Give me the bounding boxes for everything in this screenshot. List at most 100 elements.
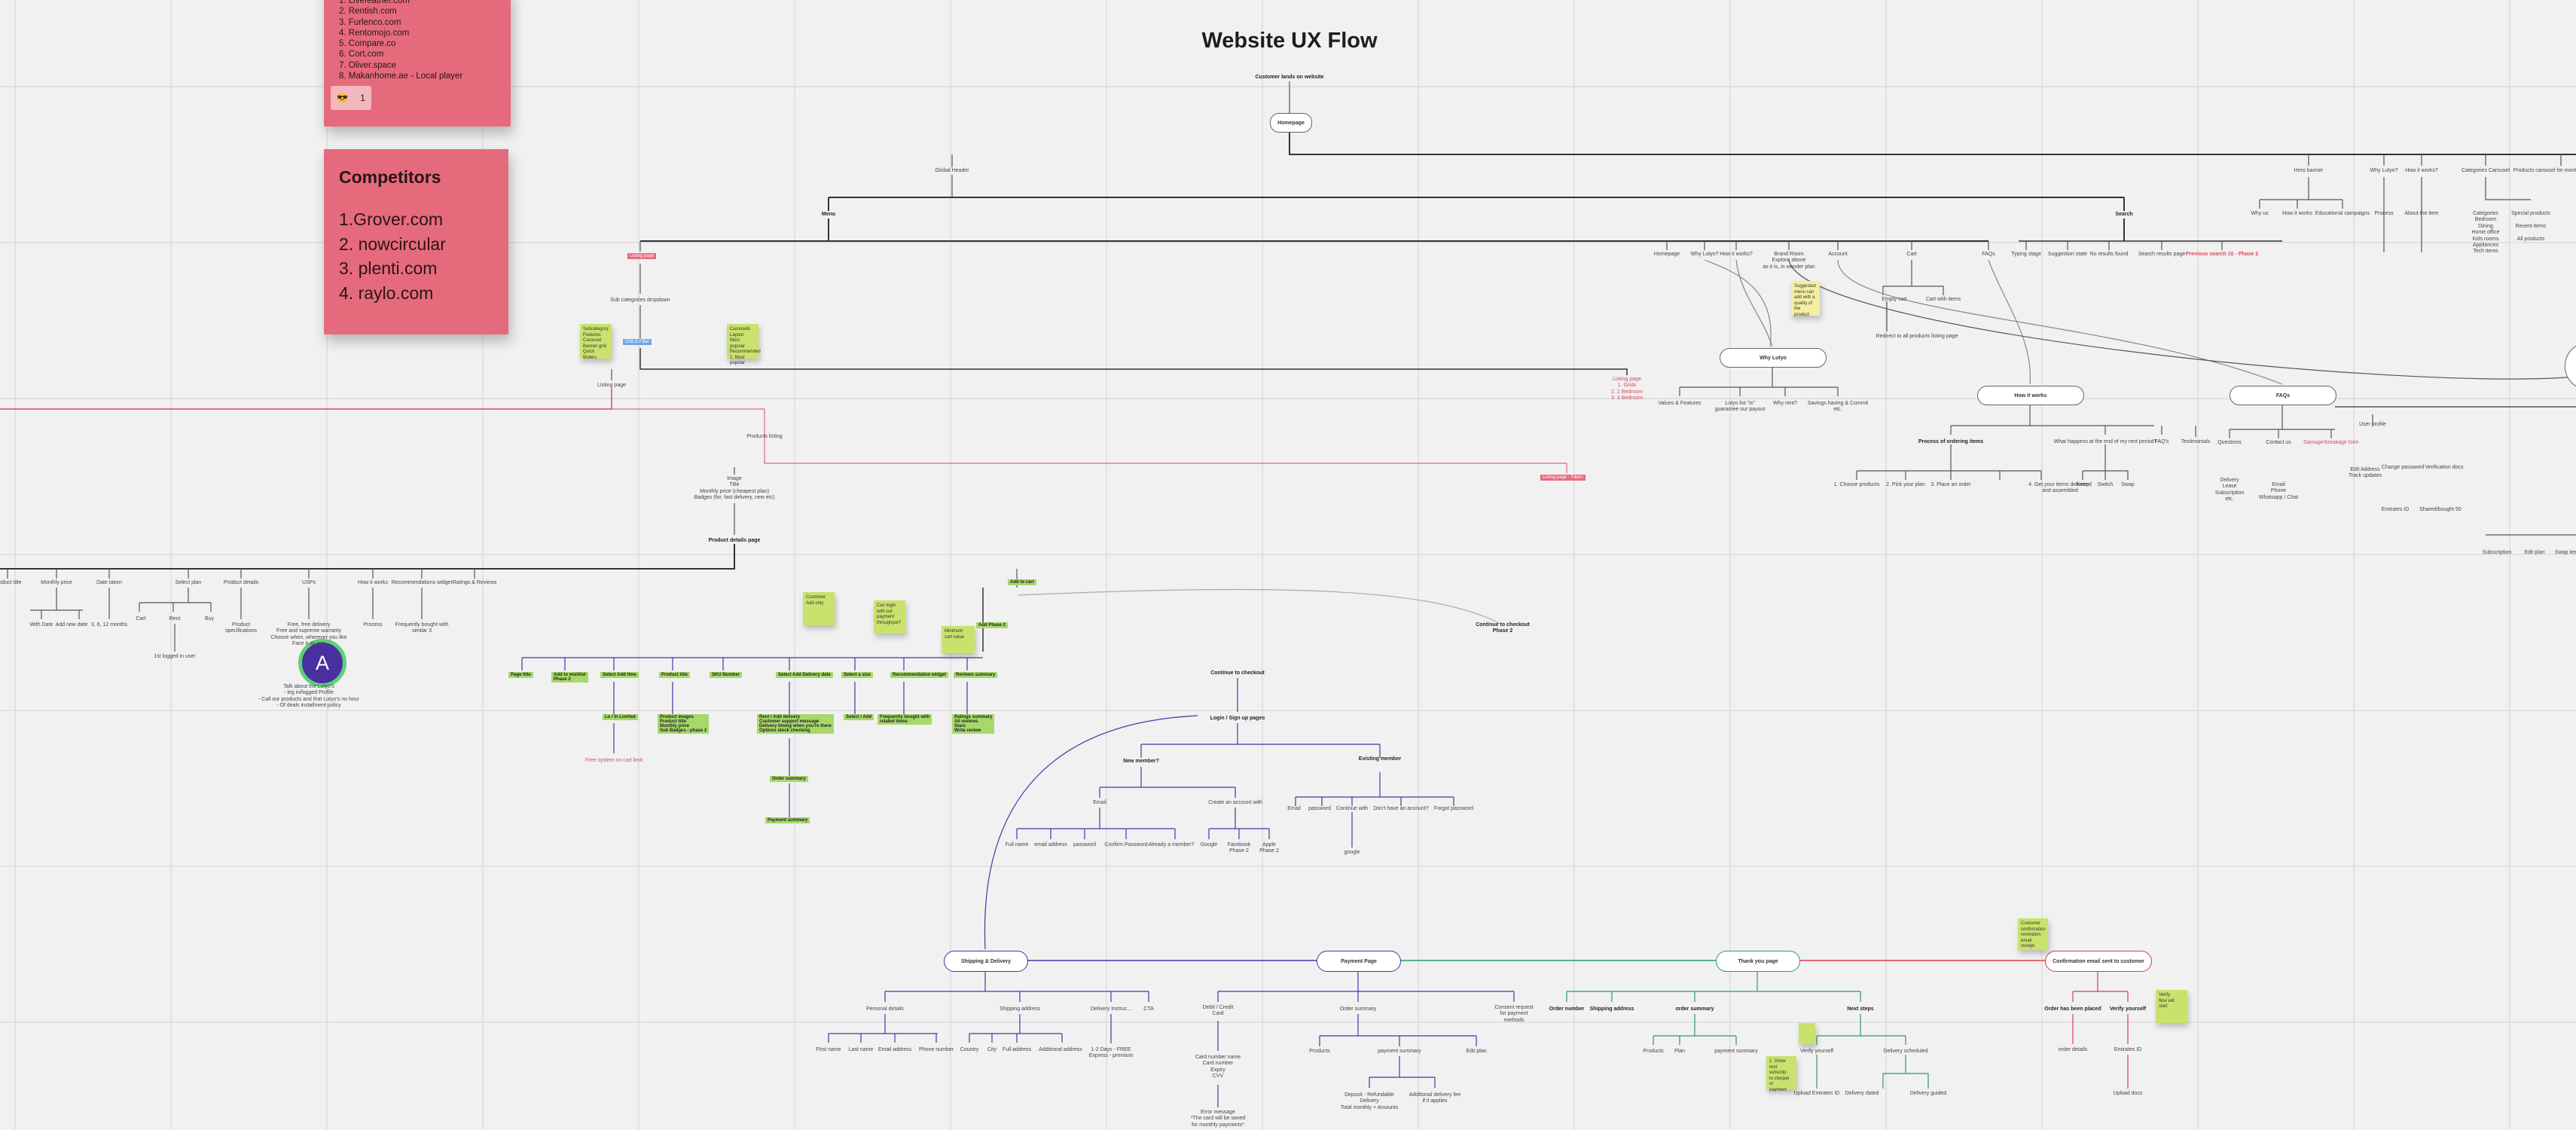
how-item: Testimonials xyxy=(2181,439,2211,444)
login-create: Create an account with xyxy=(1208,800,1262,805)
phase2-sub: Rent / Add delivery Customer support mes… xyxy=(757,714,834,734)
redirect-label: Redirect to all products listing page xyxy=(1876,334,1958,339)
thankyou-item: order summary xyxy=(1675,1006,1714,1012)
pdp-item: USPs xyxy=(302,580,316,585)
pdp-sub: Rent xyxy=(169,616,181,622)
login-field: Confirm Password xyxy=(1104,842,1148,848)
sticky-note-4[interactable]: Can login with out payment throughput? xyxy=(874,600,905,634)
hero-item: Products carousel for monthly plan/sub..… xyxy=(2513,168,2576,173)
thank-you-node[interactable]: Thank you page xyxy=(1716,951,1800,972)
payment-field: Card number name Card number Expiry CVV xyxy=(1195,1055,1241,1080)
shipping-field: Phone number xyxy=(919,1047,954,1052)
pdp-item: Select plan xyxy=(175,580,202,585)
shipping-field: Last name xyxy=(848,1047,874,1052)
sticky-note-8[interactable]: 1. Show rent subscrip. to cheque or paym… xyxy=(1766,1056,1796,1092)
new-member-label: New member? xyxy=(1123,759,1159,764)
cart-item: Cart with items xyxy=(1925,297,1961,302)
faq-sub: Edit Address Track updates xyxy=(2348,467,2382,479)
search-item: Search results page xyxy=(2138,252,2186,257)
rental-site-5: 5. Compare.co xyxy=(339,39,396,48)
thankyou-sub: Plan xyxy=(1674,1049,1686,1054)
hero-sub: All products xyxy=(2516,237,2545,242)
hero-sub: How it works xyxy=(2282,211,2312,216)
pdp-sub: Cart xyxy=(136,616,146,622)
why-item: Why rent? xyxy=(1773,401,1797,406)
process-step: 2. Pick your plan xyxy=(1886,482,1925,487)
shipping-item: Delivery Instruc... xyxy=(1090,1006,1132,1012)
pdp-sub: With Date xyxy=(29,622,53,628)
login-existing-field: Continue with xyxy=(1335,806,1369,811)
why-lutyo-node[interactable]: Why Lutyo xyxy=(1720,348,1827,368)
phase2-tag: Add to wishlist Phase 2 xyxy=(551,672,588,683)
thankyou-sub: Upload Emirates ID xyxy=(1793,1091,1840,1096)
faqs-node[interactable]: FAQs xyxy=(2230,386,2336,405)
confirm-sub: Upload docs xyxy=(2113,1091,2143,1096)
payment-field: Products xyxy=(1309,1049,1330,1054)
faq-item: Questions xyxy=(2217,440,2242,445)
reaction-count: 1 xyxy=(360,92,365,103)
login-existing-field: Email xyxy=(1287,806,1301,811)
listing-filters-tag: Listing page - Filters xyxy=(1540,475,1586,481)
sticky-note-1[interactable]: Subcategory Features Carousel Banner gri… xyxy=(580,324,612,360)
shipping-item: CTA xyxy=(1143,1006,1154,1012)
existing-member-label: Existing member xyxy=(1358,756,1402,762)
how-it-works-node[interactable]: How it works xyxy=(1977,386,2084,405)
board-title: Website UX Flow xyxy=(1201,29,1378,53)
thankyou-sub: payment summary xyxy=(1714,1049,1758,1054)
confirmation-node[interactable]: Confirmation email sent to customer xyxy=(2045,951,2152,972)
header-item: How it works? xyxy=(1720,252,1753,257)
avatar-initial: A xyxy=(315,651,329,674)
phase2-tag: Select a size xyxy=(841,672,873,678)
header-item: Homepage xyxy=(1653,252,1680,257)
phase2-sub: Ratings summary All reviews Stars Write … xyxy=(952,714,995,734)
phase2-sub: Select / Add xyxy=(844,714,874,720)
homepage-node[interactable]: Homepage xyxy=(1270,113,1312,133)
pdp-sub: Free, free delivery Free and supreme war… xyxy=(270,622,347,647)
sticky-note-2[interactable]: Carousels Layout Most popular Recommende… xyxy=(727,324,761,365)
payment-item: Debit / Credit Card xyxy=(1202,1005,1234,1017)
login-existing-field: password xyxy=(1308,806,1331,811)
shipping-field: City xyxy=(987,1047,997,1052)
shipping-item: Shipping address xyxy=(999,1006,1041,1012)
sticky-note-5[interactable]: Minimum cart value xyxy=(942,626,975,653)
thankyou-item: Order number xyxy=(1549,1006,1585,1012)
start-label: Customer lands on website xyxy=(1255,75,1324,80)
phase2-tag: Select Add Delivery date xyxy=(776,672,833,678)
thankyou-sub: Delivery scheduled xyxy=(1883,1049,1928,1054)
sticky-note-3[interactable]: Customer Add only xyxy=(803,592,835,625)
thankyou-sub: Delivery guided xyxy=(1909,1091,1947,1096)
social-login: Facebook Phase 2 xyxy=(1227,842,1251,854)
hero-sub: Process xyxy=(2374,211,2394,216)
sticky-note-9[interactable]: Suggested menu can add with a quality of… xyxy=(1791,281,1820,317)
how-item: Process of ordering items xyxy=(1918,439,1984,444)
pdp-item: Recommendations widget xyxy=(391,580,453,585)
sticky-note-6[interactable]: Verify flow will start xyxy=(2156,990,2187,1023)
payment-field: Deposit - Refundable Delivery Total mont… xyxy=(1340,1092,1399,1110)
search-item: Suggestion state xyxy=(2047,252,2088,257)
pdp-sub: Buy xyxy=(204,616,215,622)
shipping-field: First name xyxy=(816,1047,841,1052)
user-avatar[interactable]: A xyxy=(298,639,346,687)
grid-filter-tag: Grid & Filter xyxy=(623,339,652,345)
why-item: Values & Features xyxy=(1658,401,1702,406)
shipping-delivery-node[interactable]: Shipping & Delivery xyxy=(944,951,1028,972)
competitor-3: 3. plenti.com xyxy=(339,258,438,279)
payment-page-node[interactable]: Payment Page xyxy=(1317,951,1401,972)
confirm-item: Verify yourself xyxy=(2109,1006,2147,1012)
sticky-note-small[interactable] xyxy=(1799,1023,1815,1044)
thankyou-sub: Verify yourself xyxy=(1800,1049,1833,1054)
sticky-note-7[interactable]: Customer confirmation reminders email re… xyxy=(2018,918,2048,950)
pdp-sub: Product specifications xyxy=(224,622,258,634)
pdp-sub: Process xyxy=(363,622,383,628)
global-header-label: Global Header xyxy=(935,168,969,173)
why-item: Savings having & Commit etc. xyxy=(1807,401,1869,413)
reaction-badge[interactable]: 😎 1 xyxy=(331,86,371,110)
competitors-heading: Competitors xyxy=(339,167,441,187)
account-item: User profile xyxy=(2359,422,2386,427)
shipping-field: Country xyxy=(960,1047,979,1052)
rental-site-8: 8. Makanhome.ae - Local player xyxy=(339,71,463,81)
